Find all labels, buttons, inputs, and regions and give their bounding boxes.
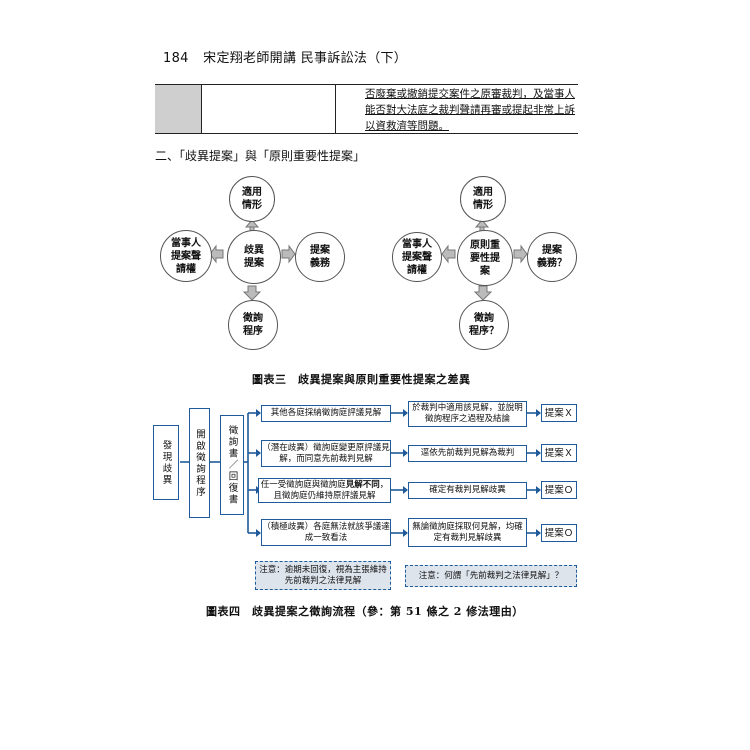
flow-result-2: 逕依先前裁判見解為裁判 <box>408 445 527 462</box>
page-number: 184 <box>163 51 189 66</box>
left-top-circle: 適用 情形 <box>229 176 275 222</box>
flow-action-1: 提案Ｘ <box>541 404 577 422</box>
left-center-circle: 歧異 提案 <box>227 230 281 284</box>
table-divider <box>335 85 336 133</box>
table-cell-text: 否廢棄或撤銷提交案件之原審裁判，及當事人能否對大法庭之裁判聲請再審或提起非常上訴… <box>365 88 575 132</box>
table-gray-cell <box>155 85 202 133</box>
table-fragment: 否廢棄或撤銷提交案件之原審裁判，及當事人能否對大法庭之裁判聲請再審或提起非常上訴… <box>155 84 578 134</box>
flow-start-box: 發現歧異 <box>153 425 179 500</box>
right-center-circle: 原則重 要性提 案 <box>457 230 513 286</box>
note-left: 注意：逾期未回復，視為主張維持先前裁判之法律見解 <box>255 561 391 590</box>
right-top-circle: 適用 情形 <box>460 176 506 222</box>
condition-3-text: 任一受徵詢庭與徵詢庭見解不同，且徵詢庭仍維持原評議見解 <box>259 480 390 502</box>
flow-action-3: 提案Ｏ <box>541 481 577 499</box>
book-title: 宋定翔老師開講 民事訴訟法（下） <box>203 51 408 66</box>
flow-result-3: 確定有裁判見解歧異 <box>408 482 527 499</box>
section-heading: 二、「歧異提案」與「原則重要性提案」 <box>155 149 366 163</box>
note-right: 注意：何謂「先前裁判之法律見解」？ <box>405 565 577 587</box>
flow-open-box: 開啟徵詢程序 <box>189 408 210 518</box>
arrow-up <box>474 219 490 233</box>
right-left-circle: 當事人 提案聲 請權 <box>392 232 442 282</box>
flow-result-1: 於裁判中適用該見解，並說明徵詢程序之過程及結論 <box>408 401 527 427</box>
right-bottom-circle: 徵詢 程序？ <box>459 300 509 350</box>
flow-condition-3: 任一受徵詢庭與徵詢庭見解不同，且徵詢庭仍維持原評議見解 <box>258 478 391 503</box>
condition-3-b: ，且徵詢庭仍維持原評議見解 <box>273 479 389 501</box>
figure3-caption: 圖表三 歧異提案與原則重要性提案之差異 <box>252 373 471 386</box>
right-right-circle: 提案 義務？ <box>527 232 577 282</box>
left-left-circle: 當事人 提案聲 請權 <box>160 230 212 282</box>
flow-condition-4: （積極歧異）各庭無法就該爭議達成一致看法 <box>261 519 391 546</box>
arrow-left <box>441 244 456 264</box>
figure4-caption: 圖表四 歧異提案之徵詢流程（參：第 51 條之 2 修法理由） <box>206 605 524 618</box>
arrow-up <box>244 219 260 233</box>
arrow-down <box>473 285 493 301</box>
flow-action-2: 提案Ｘ <box>541 444 577 462</box>
page-header: 184 宋定翔老師開講 民事訴訟法（下） <box>163 47 407 66</box>
condition-3-a: 任一受徵詢庭與徵詢庭 <box>260 479 346 490</box>
flow-condition-1: 其他各庭採納徵詢庭評議見解 <box>261 405 391 422</box>
flow-action-4: 提案Ｏ <box>541 524 577 542</box>
arrow-down <box>242 285 262 301</box>
left-bottom-circle: 徵詢 程序 <box>228 300 278 350</box>
flow-result-4: 無論徵詢庭採取何見解，均確定有裁判見解歧異 <box>408 518 527 547</box>
left-right-circle: 提案 義務 <box>295 232 345 282</box>
condition-3-bold: 見解不同 <box>345 479 380 490</box>
flow-reply-box: 徵詢書／回復書 <box>220 415 244 515</box>
flow-condition-2: （潛在歧異）徵詢庭變更原評議見解，而同意先前裁判見解 <box>261 440 391 467</box>
